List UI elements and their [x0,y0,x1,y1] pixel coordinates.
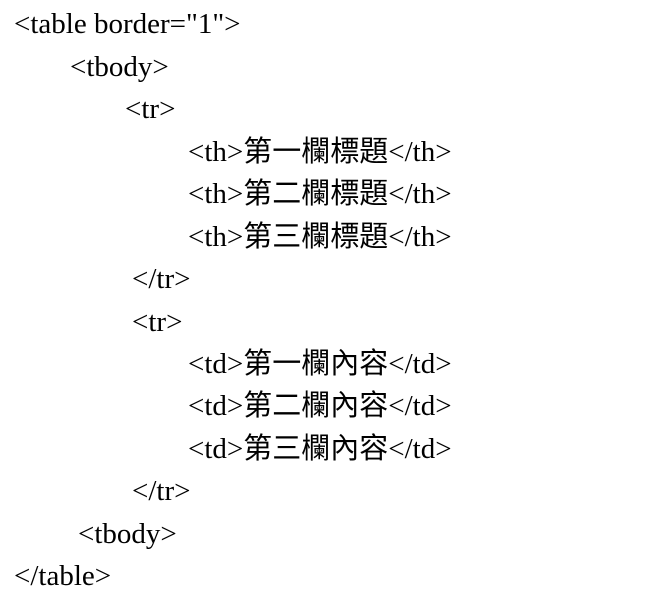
code-line-tr-open: <tr> [125,93,176,125]
code-line-tbody-open: <tbody> [70,51,169,83]
code-line-tr-open: <tr> [132,306,183,338]
code-line-tr-close: </tr> [132,263,191,295]
code-line-th-1: <th>第一欄標題</th> [188,136,452,168]
code-line-tbody-close: <tbody> [78,518,177,550]
code-line-table-close: </table> [14,560,112,592]
code-line-td-3: <td>第三欄內容</td> [188,433,452,465]
code-line-td-1: <td>第一欄內容</td> [188,348,452,380]
code-line-tr-close: </tr> [132,475,191,507]
code-line-th-3: <th>第三欄標題</th> [188,221,452,253]
code-line-td-2: <td>第二欄內容</td> [188,390,452,422]
code-line-th-2: <th>第二欄標題</th> [188,178,452,210]
code-line-table-open: <table border="1"> [14,8,241,40]
